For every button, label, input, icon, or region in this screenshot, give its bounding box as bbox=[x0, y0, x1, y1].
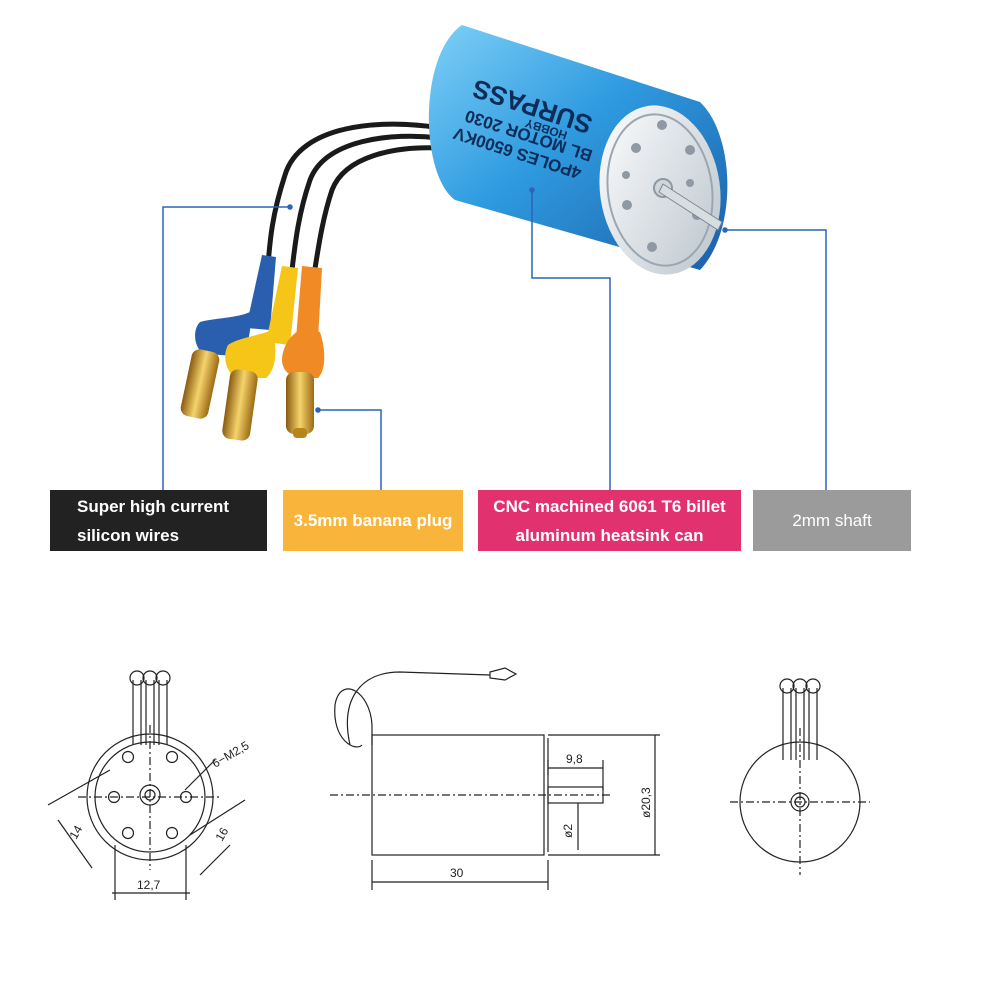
callout-shaft: 2mm shaft bbox=[753, 490, 911, 551]
side-view-drawing bbox=[330, 667, 660, 890]
dim-dia-2-label: ø2 bbox=[561, 824, 575, 838]
callout-line-can bbox=[531, 190, 611, 490]
yellow-sleeve bbox=[225, 266, 298, 378]
side-view-dimensions: 9,8 ø20,3 ø2 30 bbox=[450, 752, 653, 880]
silicon-wires bbox=[265, 121, 443, 278]
callout-banana-plug: 3.5mm banana plug bbox=[283, 490, 463, 551]
callout-lines bbox=[162, 187, 827, 490]
dim-12-7-label: 12,7 bbox=[137, 878, 161, 892]
dim-holes-label: 6−M2,5 bbox=[210, 738, 252, 770]
callout-heatsink-can-text: CNC machined 6061 T6 billet aluminum hea… bbox=[493, 496, 726, 545]
dim-9-8-label: 9,8 bbox=[566, 752, 583, 766]
dim-30-label: 30 bbox=[450, 866, 464, 880]
rear-view-drawing bbox=[730, 678, 870, 875]
front-view-dimensions: 6−M2,5 14 16 12,7 bbox=[66, 738, 251, 892]
orange-sleeve bbox=[282, 266, 325, 378]
callout-heatsink-can: CNC machined 6061 T6 billet aluminum hea… bbox=[478, 490, 741, 551]
callout-silicon-wires-text: Super high current silicon wires bbox=[77, 496, 230, 545]
callout-silicon-wires: Super high current silicon wires bbox=[50, 490, 267, 551]
banana-plug-gold bbox=[180, 349, 314, 441]
dim-14-label: 14 bbox=[66, 823, 85, 842]
dim-dia-20-3-label: ø20,3 bbox=[639, 787, 653, 818]
dim-16-label: 16 bbox=[212, 825, 231, 844]
callout-line-plug bbox=[318, 409, 382, 490]
motor-photo: SURPASS BL MOTOR 2030 4POLES 6500KV HOBB… bbox=[180, 25, 728, 441]
callout-line-shaft bbox=[725, 229, 827, 490]
motor-shaft bbox=[658, 183, 723, 231]
callout-line-wires bbox=[162, 206, 290, 490]
callout-banana-plug-text: 3.5mm banana plug bbox=[293, 511, 453, 530]
front-view-drawing bbox=[47, 670, 246, 900]
callout-shaft-text: 2mm shaft bbox=[792, 511, 872, 530]
